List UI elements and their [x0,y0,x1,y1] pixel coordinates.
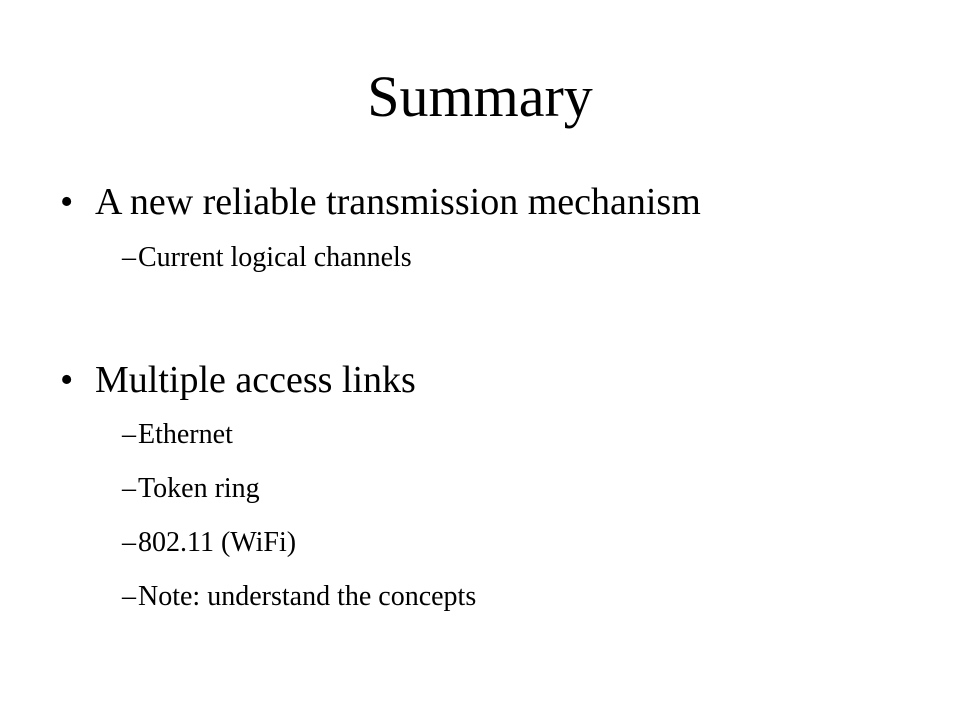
slide-title: Summary [367,64,593,129]
sub-bullet-text: Ethernet [138,419,233,450]
dash-marker: – [122,419,136,450]
dash-marker: – [122,527,136,558]
bullet-marker: • [60,181,74,223]
sub-bullet-text: 802.11 (WiFi) [138,527,297,558]
sub-bullet-item: –Token ring [122,472,260,506]
dash-marker: – [122,581,136,612]
sub-bullet-item: –Current logical channels [122,241,412,275]
sub-bullet-text: Note: understand the concepts [138,581,477,612]
sub-bullet-item: –Note: understand the concepts [122,580,476,614]
sub-bullet-item: –Ethernet [122,418,233,452]
bullet-item: • A new reliable transmission mechanism [60,180,701,224]
sub-bullet-text: Current logical channels [138,242,412,273]
bullet-text: Multiple access links [95,359,416,401]
dash-marker: – [122,473,136,504]
bullet-marker: • [60,359,74,401]
bullet-item: • Multiple access links [60,358,416,402]
sub-bullet-item: –802.11 (WiFi) [122,526,296,560]
bullet-text: A new reliable transmission mechanism [95,181,701,223]
dash-marker: – [122,242,136,273]
sub-bullet-text: Token ring [138,473,260,504]
